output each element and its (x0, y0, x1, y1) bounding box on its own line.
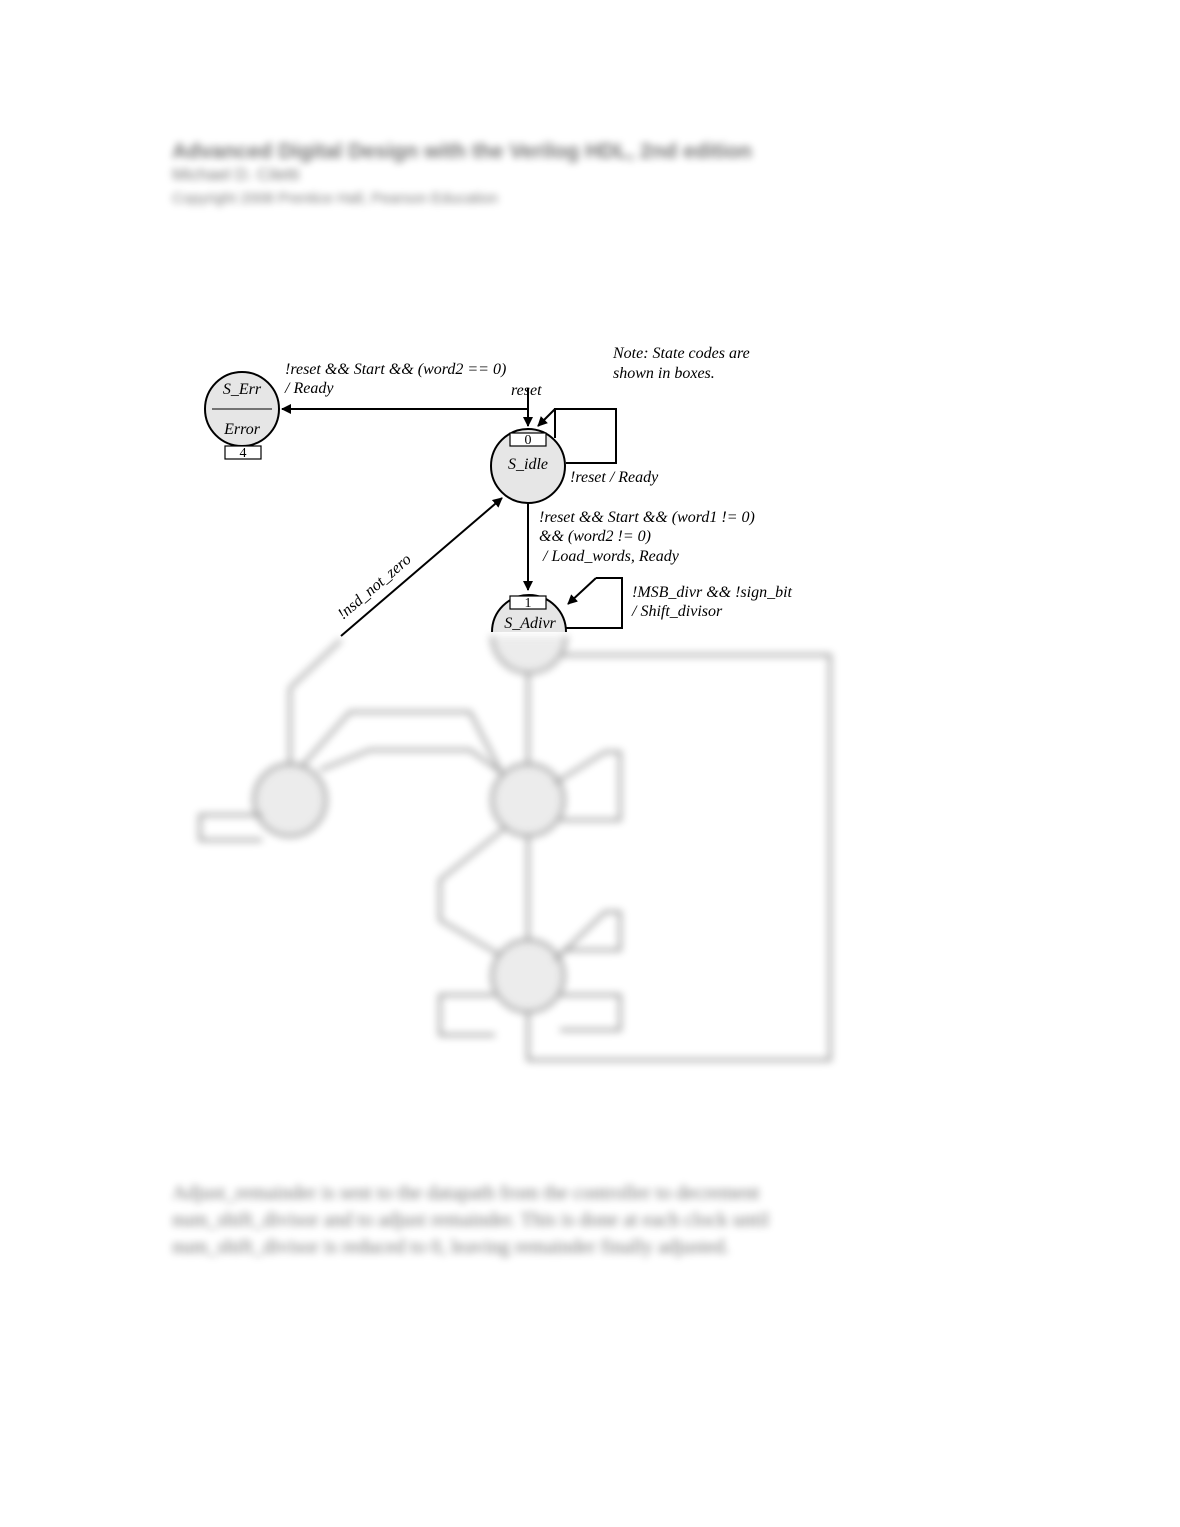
body-line-3: num_shift_divisor is reduced to 0, leavi… (172, 1236, 730, 1258)
label-idle-to-err-line1: !reset && Start && (word2 == 0) (285, 361, 506, 378)
state-s-err-code: 4 (240, 446, 247, 461)
transition-res-to-idle (340, 497, 503, 637)
state-s-idle-code: 0 (525, 433, 532, 448)
state-s-err: S_Err Error 4 (204, 371, 280, 461)
body-paragraph: Adjust_remainder is sent to the datapath… (172, 1180, 892, 1261)
state-s-err-name: S_Err (223, 381, 262, 398)
label-res-to-idle: !nsd_not_zero (335, 551, 415, 623)
label-idle-self-loop: !reset / Ready (570, 469, 659, 486)
document-title: Advanced Digital Design with the Verilog… (172, 140, 752, 163)
label-idle-to-adivr-line2: && (word2 != 0) (539, 528, 651, 545)
label-idle-to-err-line2: / Ready (284, 380, 334, 397)
body-line-2: num_shift_divisor and to adjust remainde… (172, 1209, 770, 1231)
state-s-idle: 0 S_idle (490, 428, 566, 504)
body-line-1: Adjust_remainder is sent to the datapath… (172, 1182, 760, 1204)
state-code-note-line2: shown in boxes. (613, 365, 715, 382)
label-idle-to-adivr-line1: !reset && Start && (word1 != 0) (539, 509, 755, 526)
label-reset: reset (511, 382, 542, 399)
state-s-adivr-name: S_Adivr (504, 615, 556, 632)
state-s-adivr-code: 1 (525, 596, 532, 611)
idle-self-loop (554, 408, 617, 464)
blurred-diagram-lower (198, 635, 832, 1062)
state-s-err-output: Error (223, 421, 261, 438)
adivr-self-loop (566, 577, 623, 629)
state-code-note: Note: State codes are (612, 345, 750, 362)
document-author: Michael D. Ciletti (172, 165, 300, 184)
label-adivr-self-line2: / Shift_divisor (631, 603, 723, 620)
label-idle-to-adivr-line3: / Load_words, Ready (542, 548, 680, 565)
state-s-idle-name: S_idle (508, 456, 548, 473)
label-adivr-self-line1: !MSB_divr && !sign_bit (632, 584, 793, 601)
state-s-adivr: 1 S_Adivr (491, 594, 567, 633)
copyright-line: Copyright 2008 Prentice Hall, Pearson Ed… (172, 190, 499, 207)
